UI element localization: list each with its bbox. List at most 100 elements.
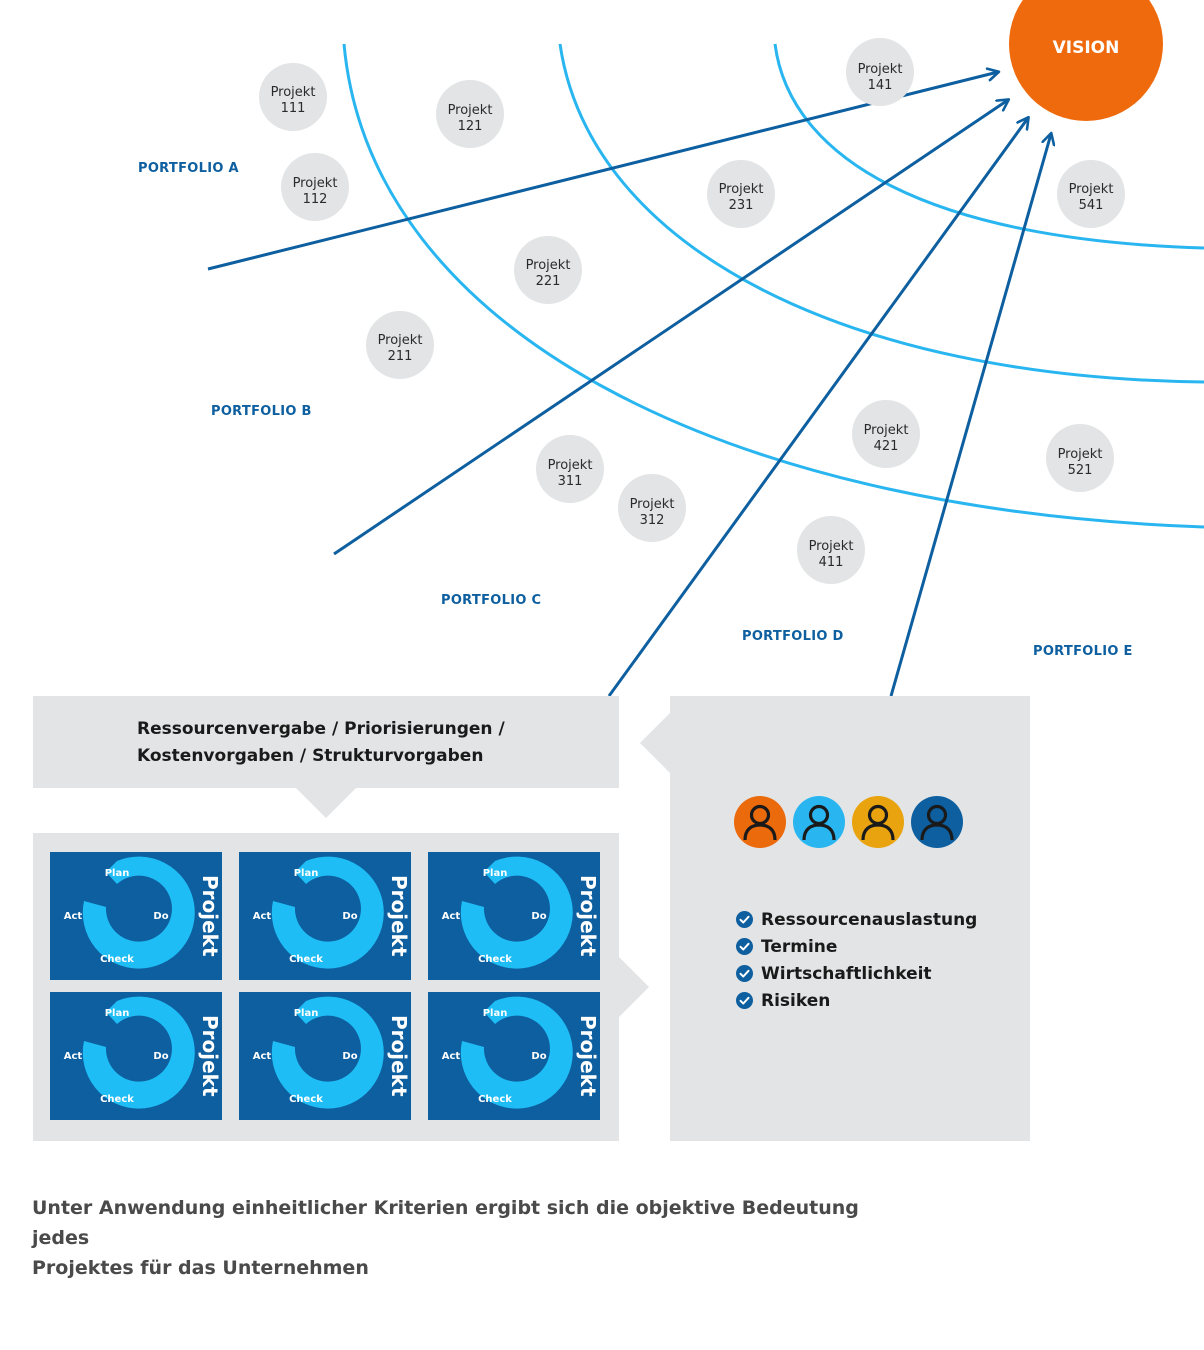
portfolio-label: PORTFOLIO C bbox=[441, 593, 541, 608]
svg-text:211: 211 bbox=[388, 349, 413, 364]
project-bubble: Projekt 112 bbox=[281, 153, 349, 221]
constraints-pointer bbox=[296, 788, 356, 818]
portfolio-arc-3 bbox=[342, 43, 1204, 529]
portfolio-label: PORTFOLIO A bbox=[138, 161, 239, 176]
svg-text:121: 121 bbox=[458, 119, 483, 134]
svg-text:Projekt: Projekt bbox=[1058, 447, 1103, 462]
person-icon bbox=[852, 796, 904, 848]
pdca-do: Do bbox=[153, 911, 168, 922]
svg-text:231: 231 bbox=[729, 198, 754, 213]
criteria-item: Wirtschaftlichkeit bbox=[736, 960, 977, 987]
svg-text:411: 411 bbox=[819, 555, 844, 570]
svg-text:421: 421 bbox=[874, 439, 899, 454]
svg-text:Projekt: Projekt bbox=[719, 182, 764, 197]
pdca-check: Check bbox=[100, 1094, 134, 1105]
pdca-act: Act bbox=[442, 1051, 461, 1062]
svg-text:Projekt: Projekt bbox=[1069, 182, 1114, 197]
pdca-act: Act bbox=[64, 1051, 83, 1062]
project-bubble: Projekt 221 bbox=[514, 236, 582, 304]
constraints-text: Ressourcenvergabe / Priorisierungen / Ko… bbox=[137, 716, 597, 770]
pdca-act: Act bbox=[253, 911, 272, 922]
pdca-plan: Plan bbox=[483, 1008, 508, 1019]
criteria-label: Wirtschaftlichkeit bbox=[761, 963, 932, 984]
criteria-panel bbox=[670, 696, 1030, 1141]
pdca-act: Act bbox=[64, 911, 83, 922]
criteria-item: Ressourcenauslastung bbox=[736, 906, 977, 933]
project-bubble: Projekt 311 bbox=[536, 435, 604, 503]
svg-text:Projekt: Projekt bbox=[858, 62, 903, 77]
project-bubble: Projekt 211 bbox=[366, 311, 434, 379]
pdca-plan: Plan bbox=[105, 1008, 130, 1019]
pdca-do: Do bbox=[153, 1051, 168, 1062]
vision-label: VISION bbox=[1053, 38, 1120, 58]
portfolio-arc-2 bbox=[558, 43, 1204, 384]
svg-text:Projekt: Projekt bbox=[630, 497, 675, 512]
project-card-label: Projekt bbox=[198, 1015, 222, 1097]
project-bubble: Projekt 111 bbox=[259, 63, 327, 131]
criteria-pointer bbox=[640, 713, 670, 773]
svg-text:Projekt: Projekt bbox=[378, 333, 423, 348]
svg-text:141: 141 bbox=[868, 78, 893, 93]
portfolio-label: PORTFOLIO E bbox=[1033, 644, 1133, 659]
svg-text:541: 541 bbox=[1079, 198, 1104, 213]
svg-text:521: 521 bbox=[1068, 463, 1093, 478]
person-icon bbox=[911, 796, 963, 848]
pdca-check: Check bbox=[478, 954, 512, 965]
pdca-plan: Plan bbox=[483, 868, 508, 879]
svg-text:311: 311 bbox=[558, 474, 583, 489]
pdca-do: Do bbox=[531, 911, 546, 922]
svg-text:Projekt: Projekt bbox=[526, 258, 571, 273]
project-bubble: Projekt 231 bbox=[707, 160, 775, 228]
check-circle-icon bbox=[736, 938, 753, 955]
arrow-portfolio-a bbox=[207, 72, 998, 271]
person-icon bbox=[793, 796, 845, 848]
project-bubble: Projekt 421 bbox=[852, 400, 920, 468]
svg-text:Projekt: Projekt bbox=[548, 458, 593, 473]
portfolio-label: PORTFOLIO B bbox=[211, 404, 312, 419]
constraints-line: Kostenvorgaben / Strukturvorgaben bbox=[137, 746, 484, 766]
projects-pointer bbox=[619, 957, 649, 1017]
criteria-label: Ressourcenauslastung bbox=[761, 909, 978, 930]
pdca-do: Do bbox=[342, 911, 357, 922]
check-circle-icon bbox=[736, 911, 753, 928]
criteria-label: Termine bbox=[761, 936, 838, 957]
vision-circle bbox=[1009, 0, 1163, 121]
project-bubble: Projekt 312 bbox=[618, 474, 686, 542]
svg-text:Projekt: Projekt bbox=[448, 103, 493, 118]
constraints-line: Ressourcenvergabe / Priorisierungen / bbox=[137, 719, 505, 739]
project-card-label: Projekt bbox=[576, 875, 600, 957]
caption-line: Projektes für das Unternehmen bbox=[32, 1257, 369, 1279]
arrow-portfolio-b bbox=[333, 100, 1008, 556]
arrow-portfolio-d bbox=[607, 118, 1028, 697]
pdca-plan: Plan bbox=[294, 1008, 319, 1019]
pdca-act: Act bbox=[442, 911, 461, 922]
project-bubble: Projekt 411 bbox=[797, 516, 865, 584]
criteria-item: Risiken bbox=[736, 987, 977, 1014]
project-card-label: Projekt bbox=[387, 1015, 411, 1097]
project-bubble: Projekt 141 bbox=[846, 38, 914, 106]
svg-text:221: 221 bbox=[536, 274, 561, 289]
project-bubble: Projekt 541 bbox=[1057, 160, 1125, 228]
svg-text:Projekt: Projekt bbox=[864, 423, 909, 438]
svg-text:Projekt: Projekt bbox=[809, 539, 854, 554]
pdca-act: Act bbox=[253, 1051, 272, 1062]
constraints-panel: Ressourcenvergabe / Priorisierungen / Ko… bbox=[33, 696, 619, 788]
pdca-check: Check bbox=[289, 1094, 323, 1105]
pdca-do: Do bbox=[342, 1051, 357, 1062]
svg-text:Projekt: Projekt bbox=[293, 176, 338, 191]
svg-text:Projekt: Projekt bbox=[271, 85, 316, 100]
project-bubble: Projekt 521 bbox=[1046, 424, 1114, 492]
svg-text:112: 112 bbox=[303, 192, 328, 207]
project-card-label: Projekt bbox=[198, 875, 222, 957]
